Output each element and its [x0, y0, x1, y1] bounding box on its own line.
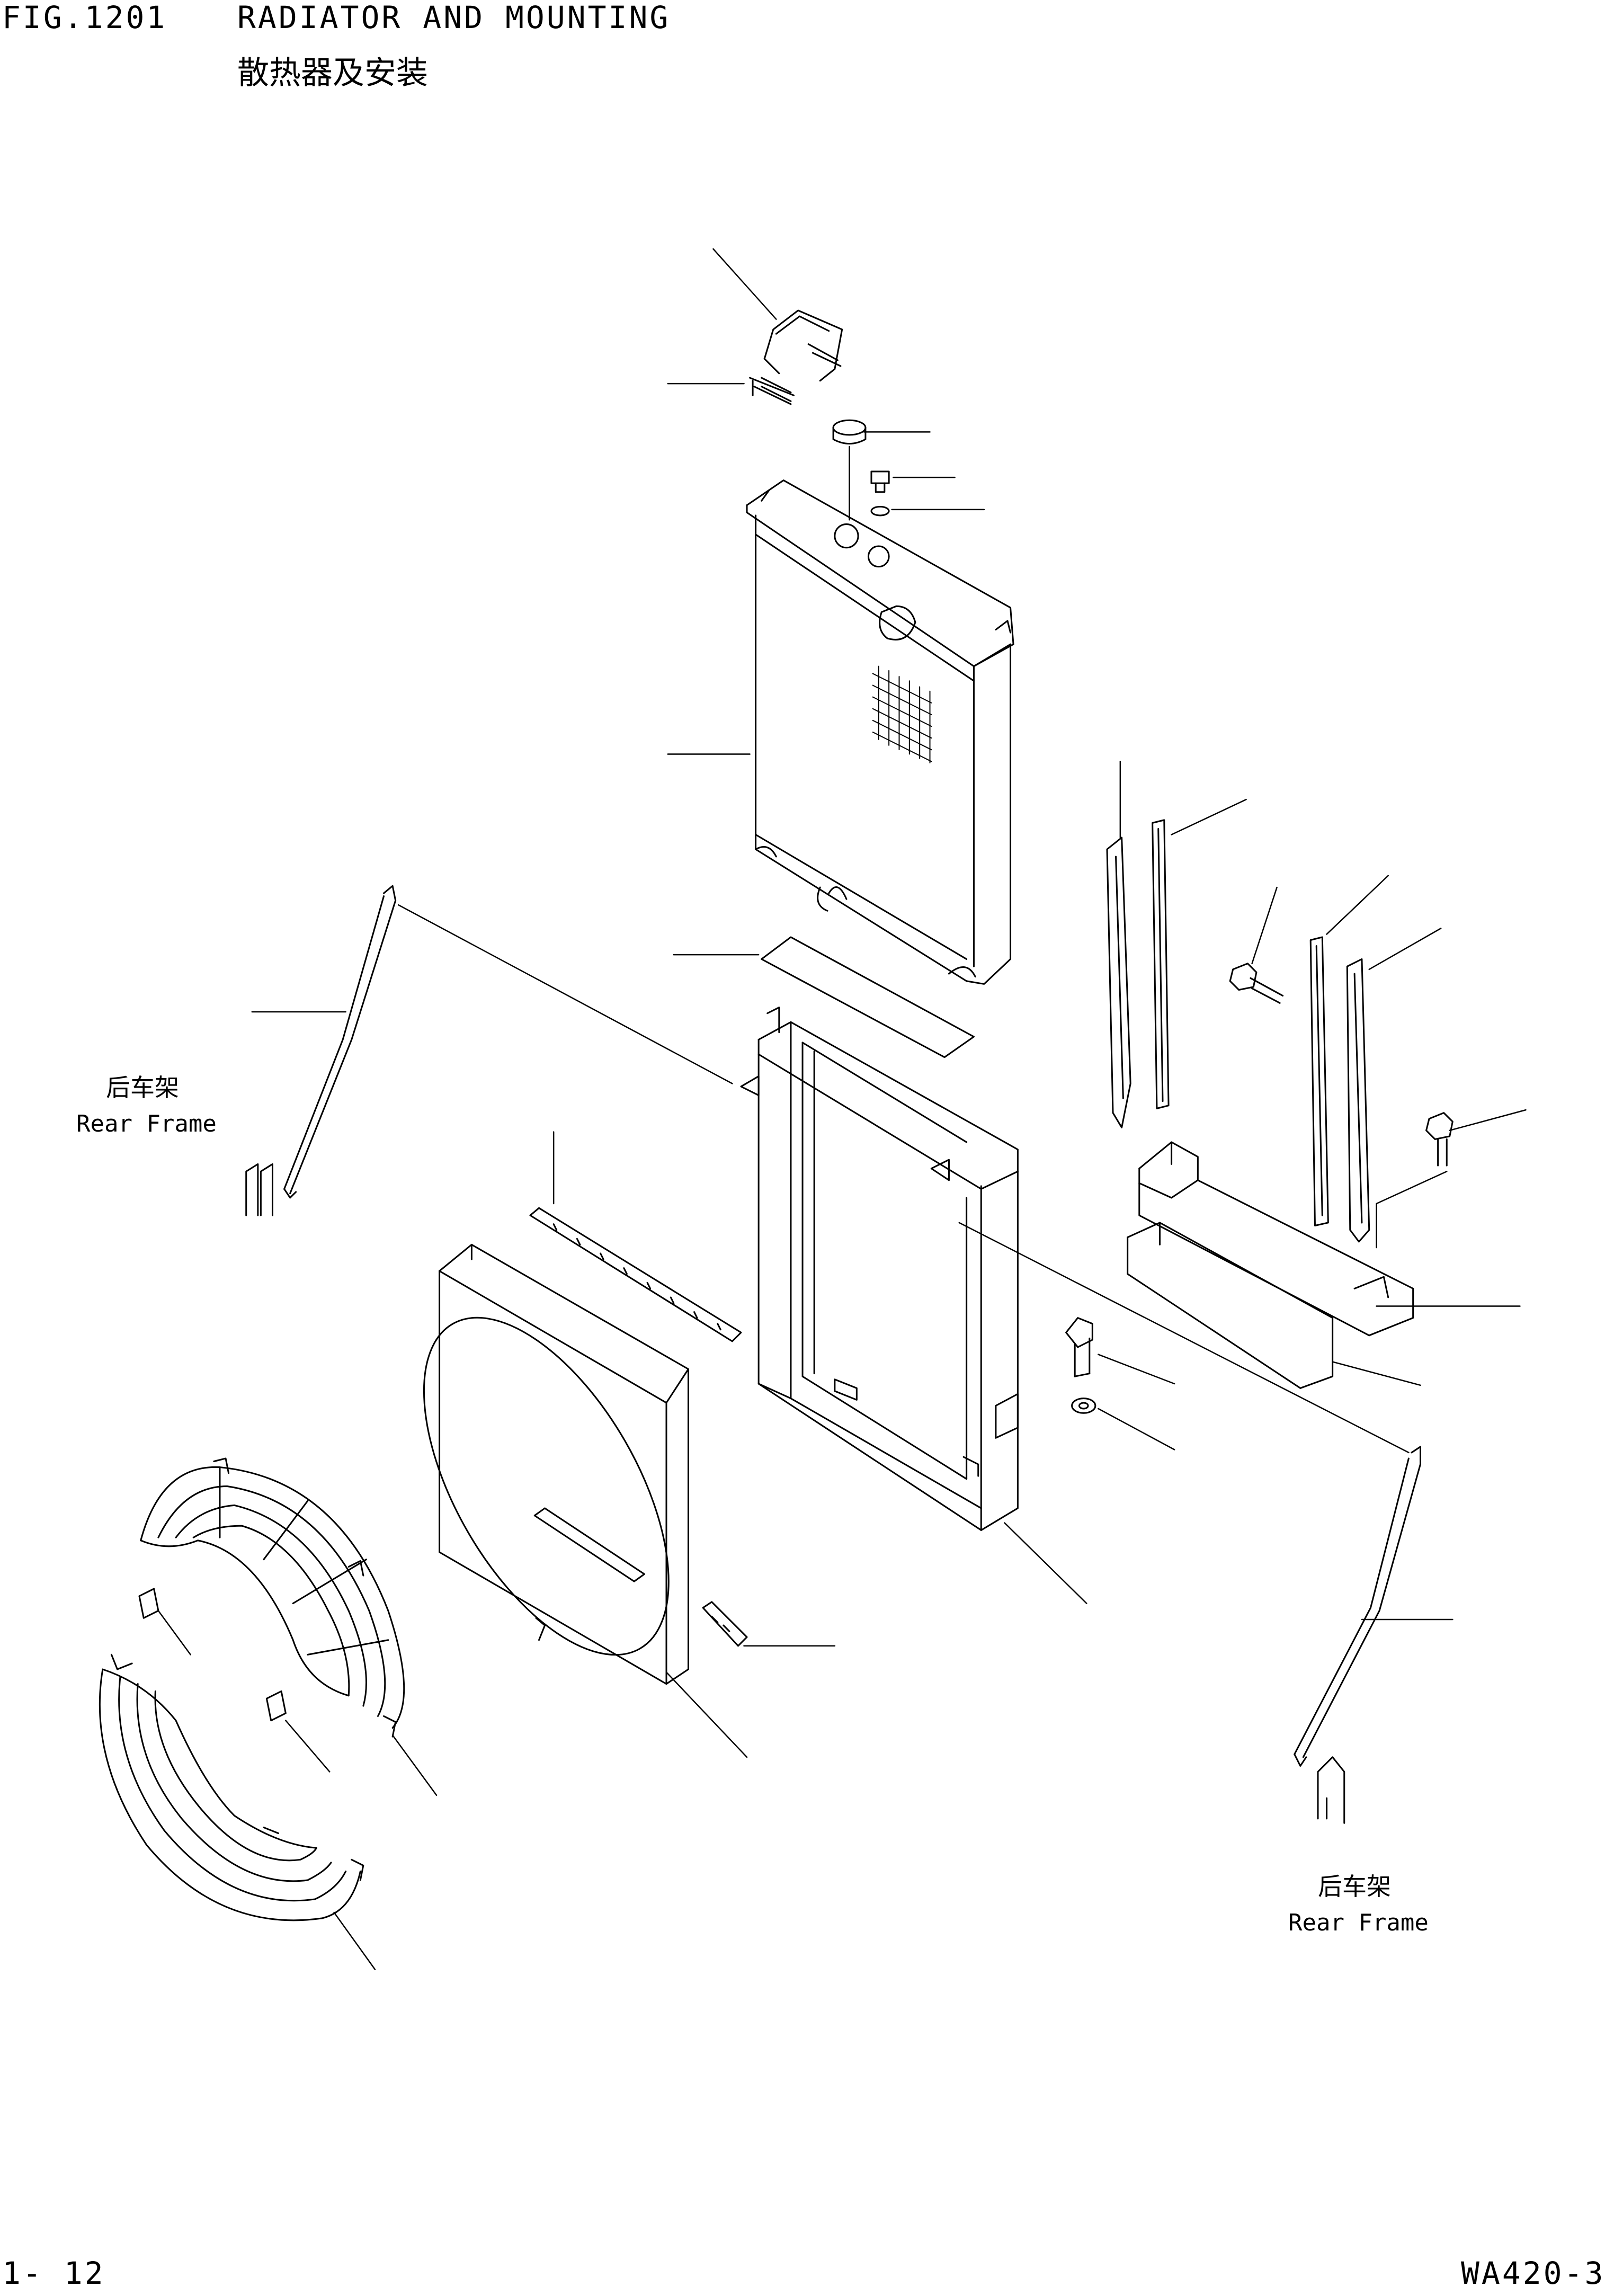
stay-rod-right	[1295, 1447, 1421, 1766]
rear-frame-label-right: Rear Frame	[1288, 1909, 1429, 1936]
mount-bolt	[1066, 1318, 1093, 1377]
guard-clip-lower	[266, 1691, 286, 1720]
figure-title: RADIATOR AND MOUNTING	[237, 0, 671, 35]
guard-clip-upper	[139, 1589, 158, 1618]
side-seal-inner	[1310, 937, 1328, 1226]
rubber-strip	[530, 1208, 741, 1341]
radiator-guard-frame	[741, 1008, 1018, 1530]
radiator-core-mesh	[873, 666, 932, 763]
fan-guard-upper	[141, 1458, 404, 1737]
figure-title-chinese: 散热器及安装	[237, 55, 428, 92]
top-bracket	[762, 310, 842, 401]
rear-frame-bracket-left	[246, 1164, 273, 1215]
radiator-core	[747, 480, 1013, 984]
rear-frame-label-right-chinese: 后车架	[1318, 1872, 1391, 1901]
fan-guard-lower	[100, 1654, 363, 1920]
rear-frame-bracket-right	[1318, 1757, 1344, 1823]
fan-shroud	[374, 1244, 719, 1694]
rear-frame-label-left-chinese: 后车架	[106, 1073, 179, 1102]
radiator-cap	[833, 420, 866, 443]
leader-lines	[158, 249, 1526, 1970]
rear-frame-label-left: Rear Frame	[76, 1110, 217, 1137]
washer	[871, 506, 889, 515]
bolt-lower	[1426, 1113, 1453, 1166]
seal-strip	[762, 937, 974, 1057]
bolt-upper	[1230, 964, 1283, 1003]
side-seal-right	[1153, 820, 1169, 1109]
side-seal-left	[1107, 838, 1130, 1127]
bracket-bolt	[750, 378, 794, 404]
figure-number: FIG.1201	[2, 0, 167, 35]
model-number: WA420-3	[1461, 2255, 1605, 2291]
page-number: 1- 12	[2, 2255, 105, 2291]
mount-washer	[1072, 1399, 1095, 1413]
shroud-seal	[703, 1602, 747, 1646]
bottom-cover	[1128, 1142, 1413, 1388]
side-seal-outer	[1347, 959, 1369, 1241]
stay-rod-left	[284, 886, 396, 1198]
drain-plug	[871, 471, 889, 492]
